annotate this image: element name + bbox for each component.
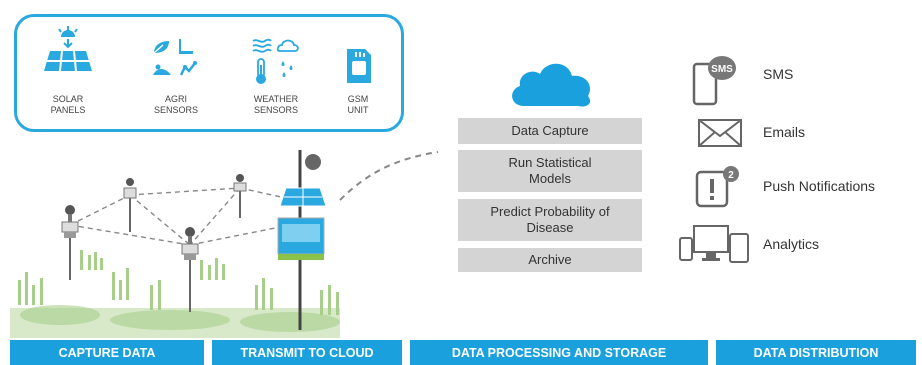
gsm-unit-icon bbox=[347, 49, 371, 83]
email-envelope-icon bbox=[698, 119, 742, 147]
stage-capture-data: CAPTURE DATA bbox=[10, 340, 204, 365]
sensor-label-gsm: GSM UNIT bbox=[347, 94, 369, 115]
stage-transmit-to-cloud: TRANSMIT TO CLOUD bbox=[212, 340, 402, 365]
distribution-sms: SMS bbox=[763, 66, 794, 82]
sensor-label-agri: AGRI SENSORS bbox=[153, 94, 198, 115]
stage-data-distribution: DATA DISTRIBUTION bbox=[716, 340, 916, 365]
push-notification-icon: 2 bbox=[695, 166, 739, 208]
sensor-node bbox=[181, 227, 199, 312]
sensor-label-weather: WEATHER SENSORS bbox=[253, 94, 299, 115]
push-badge: 2 bbox=[728, 170, 734, 181]
weather-sensors-icon bbox=[252, 38, 299, 84]
sensor-node bbox=[233, 174, 247, 218]
devices-icon bbox=[679, 225, 749, 263]
cloud-icon bbox=[512, 63, 591, 107]
process-step-data-capture: Data Capture bbox=[458, 118, 642, 144]
process-step-archive: Archive bbox=[458, 248, 642, 272]
sensor-box: SOLAR PANELS AGRI SENSORS WEATHER SENSOR… bbox=[14, 14, 404, 132]
process-step-run-models: Run Statistical Models bbox=[458, 150, 642, 192]
distribution-analytics: Analytics bbox=[763, 236, 820, 252]
process-step-predict: Predict Probability of Disease bbox=[458, 199, 642, 241]
network-links bbox=[69, 187, 296, 246]
solar-panel-icon bbox=[44, 26, 92, 72]
sensor-node bbox=[61, 205, 79, 280]
stage-data-processing: DATA PROCESSING AND STORAGE bbox=[410, 340, 708, 365]
gateway-station bbox=[277, 150, 327, 330]
agri-sensors-icon bbox=[153, 39, 197, 76]
transmit-link bbox=[339, 151, 439, 201]
sensor-label-solar: SOLAR PANELS bbox=[50, 94, 86, 115]
sensor-node bbox=[123, 178, 137, 232]
distribution-emails: Emails bbox=[763, 124, 806, 140]
crop-plants bbox=[10, 250, 340, 338]
sms-badge: SMS bbox=[711, 64, 733, 75]
sms-phone-icon: SMS bbox=[692, 56, 736, 106]
field-network-illustration bbox=[10, 150, 439, 338]
distribution-push: Push Notifications bbox=[763, 178, 876, 194]
